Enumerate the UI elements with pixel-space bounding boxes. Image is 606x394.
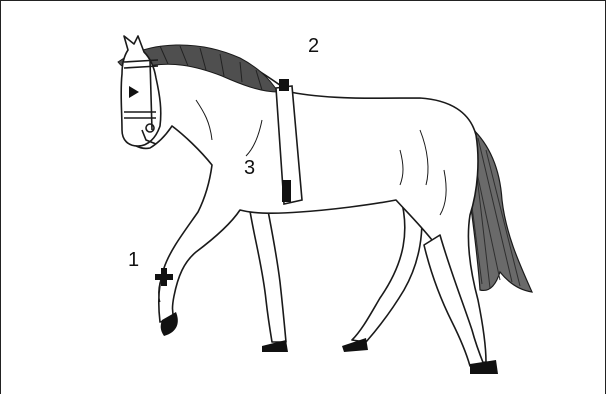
hooves (161, 312, 498, 374)
horse-body (124, 50, 486, 366)
sensor-3-label: 3 (244, 158, 255, 178)
sensor-2-marker (279, 79, 289, 91)
sensor-2-label: 2 (308, 36, 319, 56)
sensor-1-label: 1 (128, 250, 139, 270)
sensor-3-marker (282, 180, 291, 202)
